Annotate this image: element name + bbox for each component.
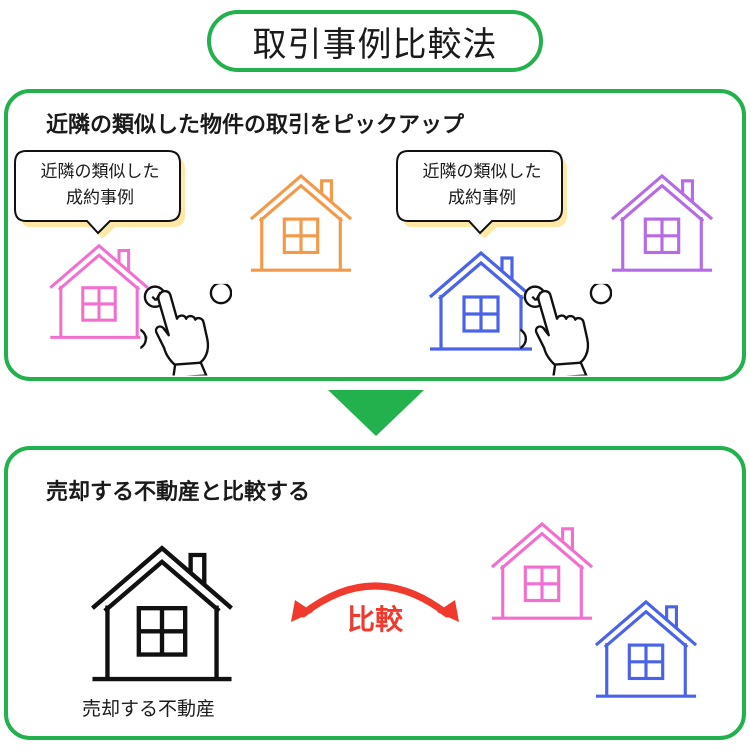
- double-arrow-icon: [291, 582, 459, 622]
- speech-bubble-shape: [14, 150, 185, 238]
- bubble-left-line2: 成約事例: [66, 188, 134, 208]
- house-icon-blue-comparable: [592, 596, 700, 704]
- house-icon-purple: [607, 170, 717, 278]
- hand-pointer-icon-left: [140, 283, 232, 376]
- house-icon-orange: [246, 170, 356, 278]
- bubble-left-line1: 近隣の類似した: [40, 162, 160, 182]
- speech-bubble-right: 近隣の類似した 成約事例: [396, 148, 568, 238]
- subject-property-caption: 売却する不動産: [82, 698, 216, 720]
- page-title: 取引事例比較法: [207, 10, 543, 72]
- arrow-down-icon: [328, 390, 424, 436]
- pickup-heading: 近隣の類似した物件の取引をピックアップ: [46, 113, 465, 138]
- hand-pointer-icon-right: [520, 283, 612, 376]
- house-icon-subject: [78, 540, 246, 690]
- house-icon-pink-comparable: [488, 518, 596, 626]
- compare-label: 比較: [346, 603, 403, 636]
- bubble-right-line1: 近隣の類似した: [422, 162, 542, 182]
- speech-bubble-shape: [396, 150, 567, 238]
- bubble-right-line2: 成約事例: [448, 188, 516, 208]
- speech-bubble-left: 近隣の類似した 成約事例: [14, 148, 186, 238]
- compare-heading: 売却する不動産と比較する: [46, 480, 311, 505]
